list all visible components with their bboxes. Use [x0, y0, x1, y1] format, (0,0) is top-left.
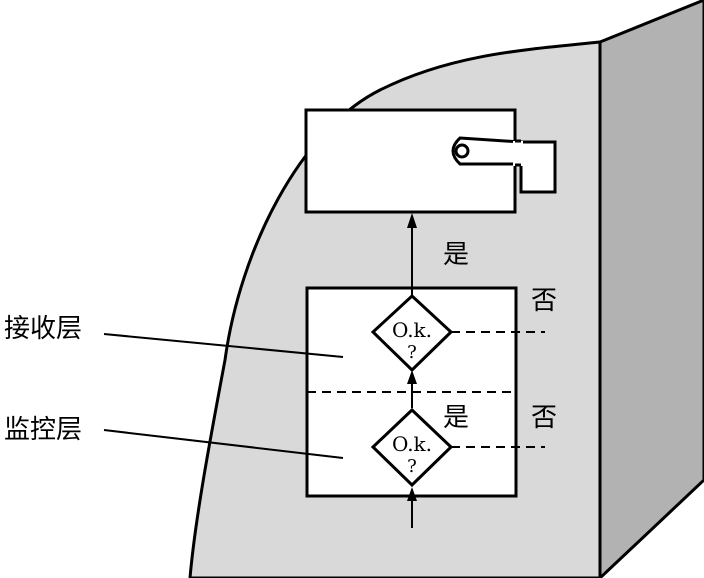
label-no-lower: 否	[531, 403, 557, 433]
decision-lower: O.k. ?	[370, 407, 454, 488]
receive-leader	[103, 333, 344, 358]
decision-upper-line1: O.k.	[392, 318, 432, 342]
decision-upper-line2: ?	[407, 342, 417, 363]
middle-arrow	[407, 370, 417, 408]
output-arrow	[407, 213, 417, 296]
label-yes-lower: 是	[443, 403, 469, 433]
latch-icon	[451, 136, 557, 194]
upper-box	[304, 108, 517, 214]
input-arrow	[407, 487, 417, 528]
panel-side	[598, 0, 704, 578]
decision-upper: O.k. ?	[370, 293, 454, 373]
label-monitor-layer: 监控层	[4, 415, 82, 445]
label-no-upper: 否	[531, 286, 557, 316]
monitor-leader	[103, 429, 344, 459]
decision-lower-line1: O.k.	[392, 432, 432, 456]
label-yes-upper: 是	[443, 240, 469, 270]
decision-lower-line2: ?	[407, 456, 417, 477]
label-receive-layer: 接收层	[4, 314, 82, 344]
